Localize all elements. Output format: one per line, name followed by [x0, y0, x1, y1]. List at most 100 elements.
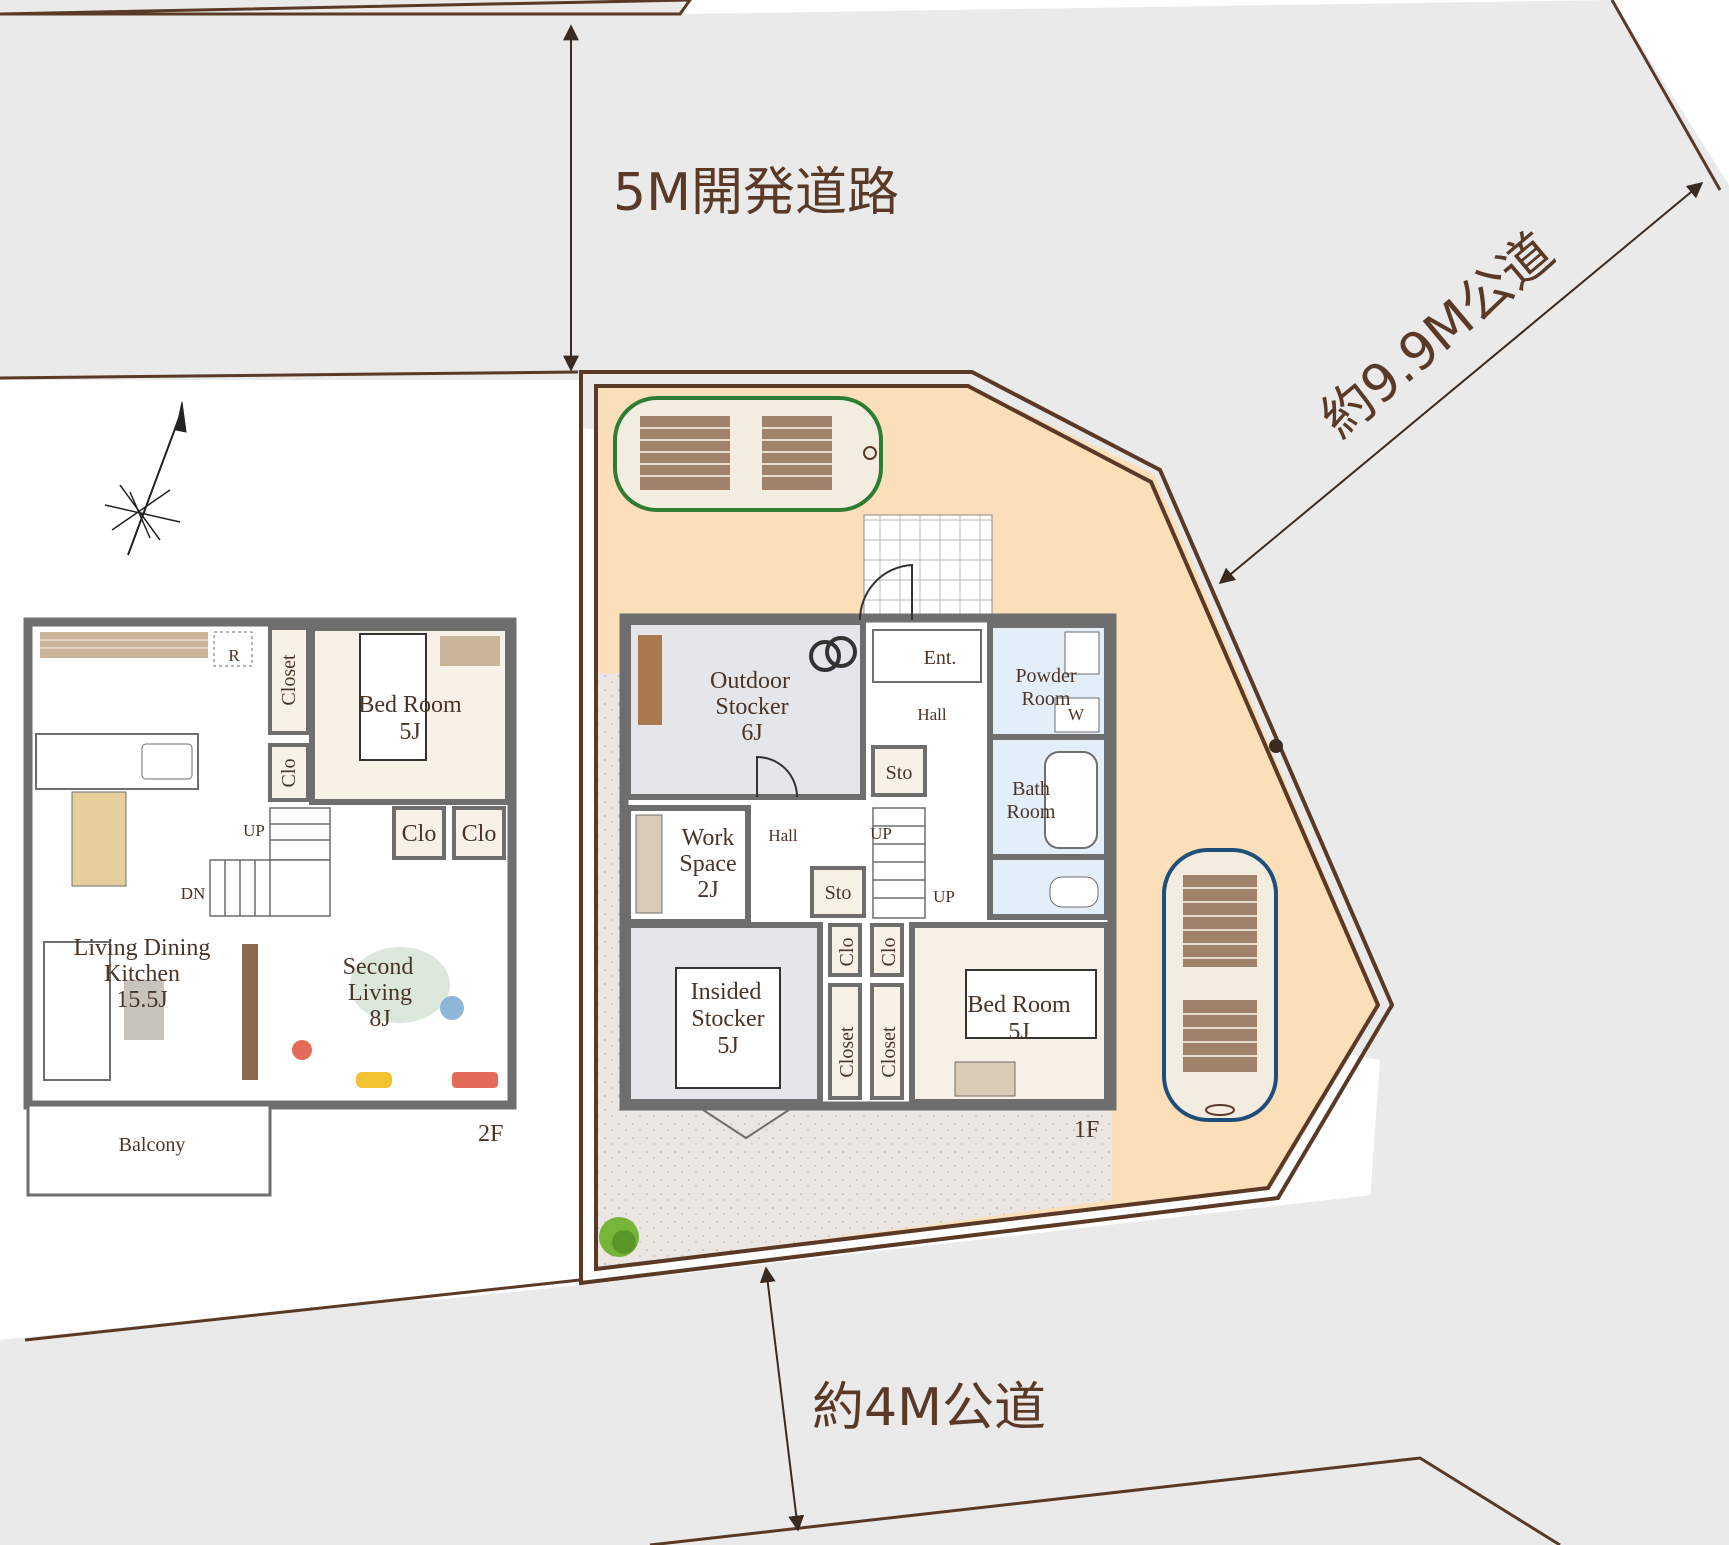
toy-elephant-icon — [440, 996, 464, 1020]
second-desk — [440, 636, 500, 666]
insided-stocker-line2: Stocker — [691, 1006, 764, 1032]
second-clo-b-label: Clo — [462, 821, 497, 847]
dining-table — [71, 791, 127, 887]
clo-b-label: Clo — [878, 938, 900, 967]
second-floor-label: 2F — [478, 1121, 503, 1147]
second-bed-room-label: Bed Room — [358, 692, 462, 718]
sto-upper-label: Sto — [886, 762, 913, 784]
toy-car-icon — [356, 1072, 392, 1088]
south-road-edge-top — [24, 1278, 581, 1342]
second-closet — [268, 626, 310, 735]
bath-room-line2: Room — [1007, 801, 1056, 823]
insided-stocker-line1: Insided — [691, 979, 762, 1005]
second-stairs — [209, 807, 331, 917]
toy-doll-icon — [292, 1040, 312, 1060]
bathtub — [1044, 751, 1098, 849]
hall-upper-label: Hall — [917, 705, 947, 724]
shelf-outdoor — [638, 635, 662, 725]
north-road-boundary — [0, 0, 692, 16]
first-floor-plan — [619, 514, 1117, 1140]
outdoor-stocker-line2: Stocker — [715, 694, 788, 720]
powder-room-line2: Room — [1022, 688, 1071, 710]
first-floor-labels: Outdoor Stocker 6J Ent. Hall Sto Powder … — [679, 647, 1085, 1078]
first-floor-label: 1F — [1074, 1117, 1099, 1143]
ldk-line1: Living Dining — [74, 935, 211, 961]
second-living-size: 8J — [369, 1006, 390, 1032]
second-clo-side-label: Clo — [278, 759, 300, 788]
bay-window — [690, 1103, 802, 1140]
dimension-arrows — [563, 24, 1704, 1532]
second-up-label: UP — [243, 821, 265, 840]
sink-icon-b — [825, 636, 857, 668]
powder-sink — [1064, 631, 1100, 675]
second-floor-labels: R Closet Clo Bed Room 5J UP DN Clo Clo L… — [74, 646, 497, 1156]
second-living-line1: Second — [343, 954, 414, 980]
work-space-line2: Space — [679, 851, 736, 877]
closet-2 — [870, 983, 904, 1100]
first-bed-room-size: 5J — [1008, 1019, 1029, 1045]
lot-outer-boundary — [579, 370, 1395, 1286]
entrance-label: Ent. — [924, 647, 957, 669]
desk — [954, 1061, 1016, 1097]
porch-tiles — [863, 514, 993, 618]
desk-work — [635, 814, 663, 914]
north-road-label: 5M開発道路 — [613, 163, 899, 223]
stocker-door-swing — [756, 755, 798, 798]
outdoor-stocker-line1: Outdoor — [710, 668, 790, 694]
tv-board — [242, 944, 258, 1080]
bed — [965, 969, 1097, 1039]
ldk-line2: Kitchen — [104, 961, 180, 987]
south-road-width-arrow — [759, 1266, 805, 1532]
parked-car-east — [1162, 848, 1278, 1122]
boundary-marker — [1269, 739, 1283, 753]
south-strip — [0, 1160, 1729, 1545]
north-road-edge — [0, 370, 579, 380]
bath-room-line1: Bath — [1012, 778, 1050, 800]
second-clo-b — [452, 806, 506, 860]
toilet — [1049, 876, 1099, 908]
second-closet-label: Closet — [278, 654, 300, 706]
entrance-area — [872, 629, 982, 683]
balcony — [26, 1103, 272, 1197]
second-clo-side — [268, 743, 310, 802]
second-clo-a-label: Clo — [402, 821, 437, 847]
closet-a-label: Closet — [836, 1026, 858, 1078]
washer-label: W — [1068, 705, 1085, 724]
outdoor-stocker-room — [625, 619, 866, 800]
compass-icon — [104, 401, 187, 556]
sink-icon-a — [809, 640, 841, 672]
kitchen-sink — [141, 743, 193, 780]
inner-stocker-box — [675, 967, 781, 1089]
lot-inner-boundary — [594, 384, 1381, 1272]
rug — [124, 980, 164, 1040]
insided-stocker-size: 5J — [717, 1033, 738, 1059]
upper-sto — [871, 745, 927, 797]
hall-lower-label: Hall — [768, 826, 798, 845]
second-bed — [359, 633, 427, 761]
second-clo-a — [392, 806, 446, 860]
clo-2 — [870, 923, 904, 977]
first-bed-room-label: Bed Room — [967, 992, 1071, 1018]
balcony-label: Balcony — [119, 1134, 186, 1156]
fridge-box — [213, 631, 253, 667]
ldk-size: 15.5J — [116, 987, 167, 1013]
play-mat — [350, 947, 450, 1023]
up-right-label: UP — [933, 887, 955, 906]
clo-a-label: Clo — [836, 938, 858, 967]
second-dn-label: DN — [181, 884, 206, 903]
washer-box — [1054, 697, 1100, 733]
work-space-size: 2J — [697, 877, 718, 903]
work-space-line1: Work — [682, 825, 735, 851]
second-floor-plan — [23, 617, 517, 1197]
second-bed-room-size: 5J — [399, 719, 420, 745]
closet-b-label: Closet — [878, 1026, 900, 1078]
entry-door-swing — [858, 563, 913, 621]
toy-train-icon — [452, 1072, 498, 1088]
parked-car-north — [613, 396, 883, 512]
second-living-line2: Living — [348, 980, 412, 1006]
powder-room-line1: Powder — [1015, 665, 1076, 687]
lot-gravel-2 — [625, 1105, 1112, 1200]
fridge-label: R — [228, 646, 240, 665]
sofa — [43, 941, 111, 1081]
